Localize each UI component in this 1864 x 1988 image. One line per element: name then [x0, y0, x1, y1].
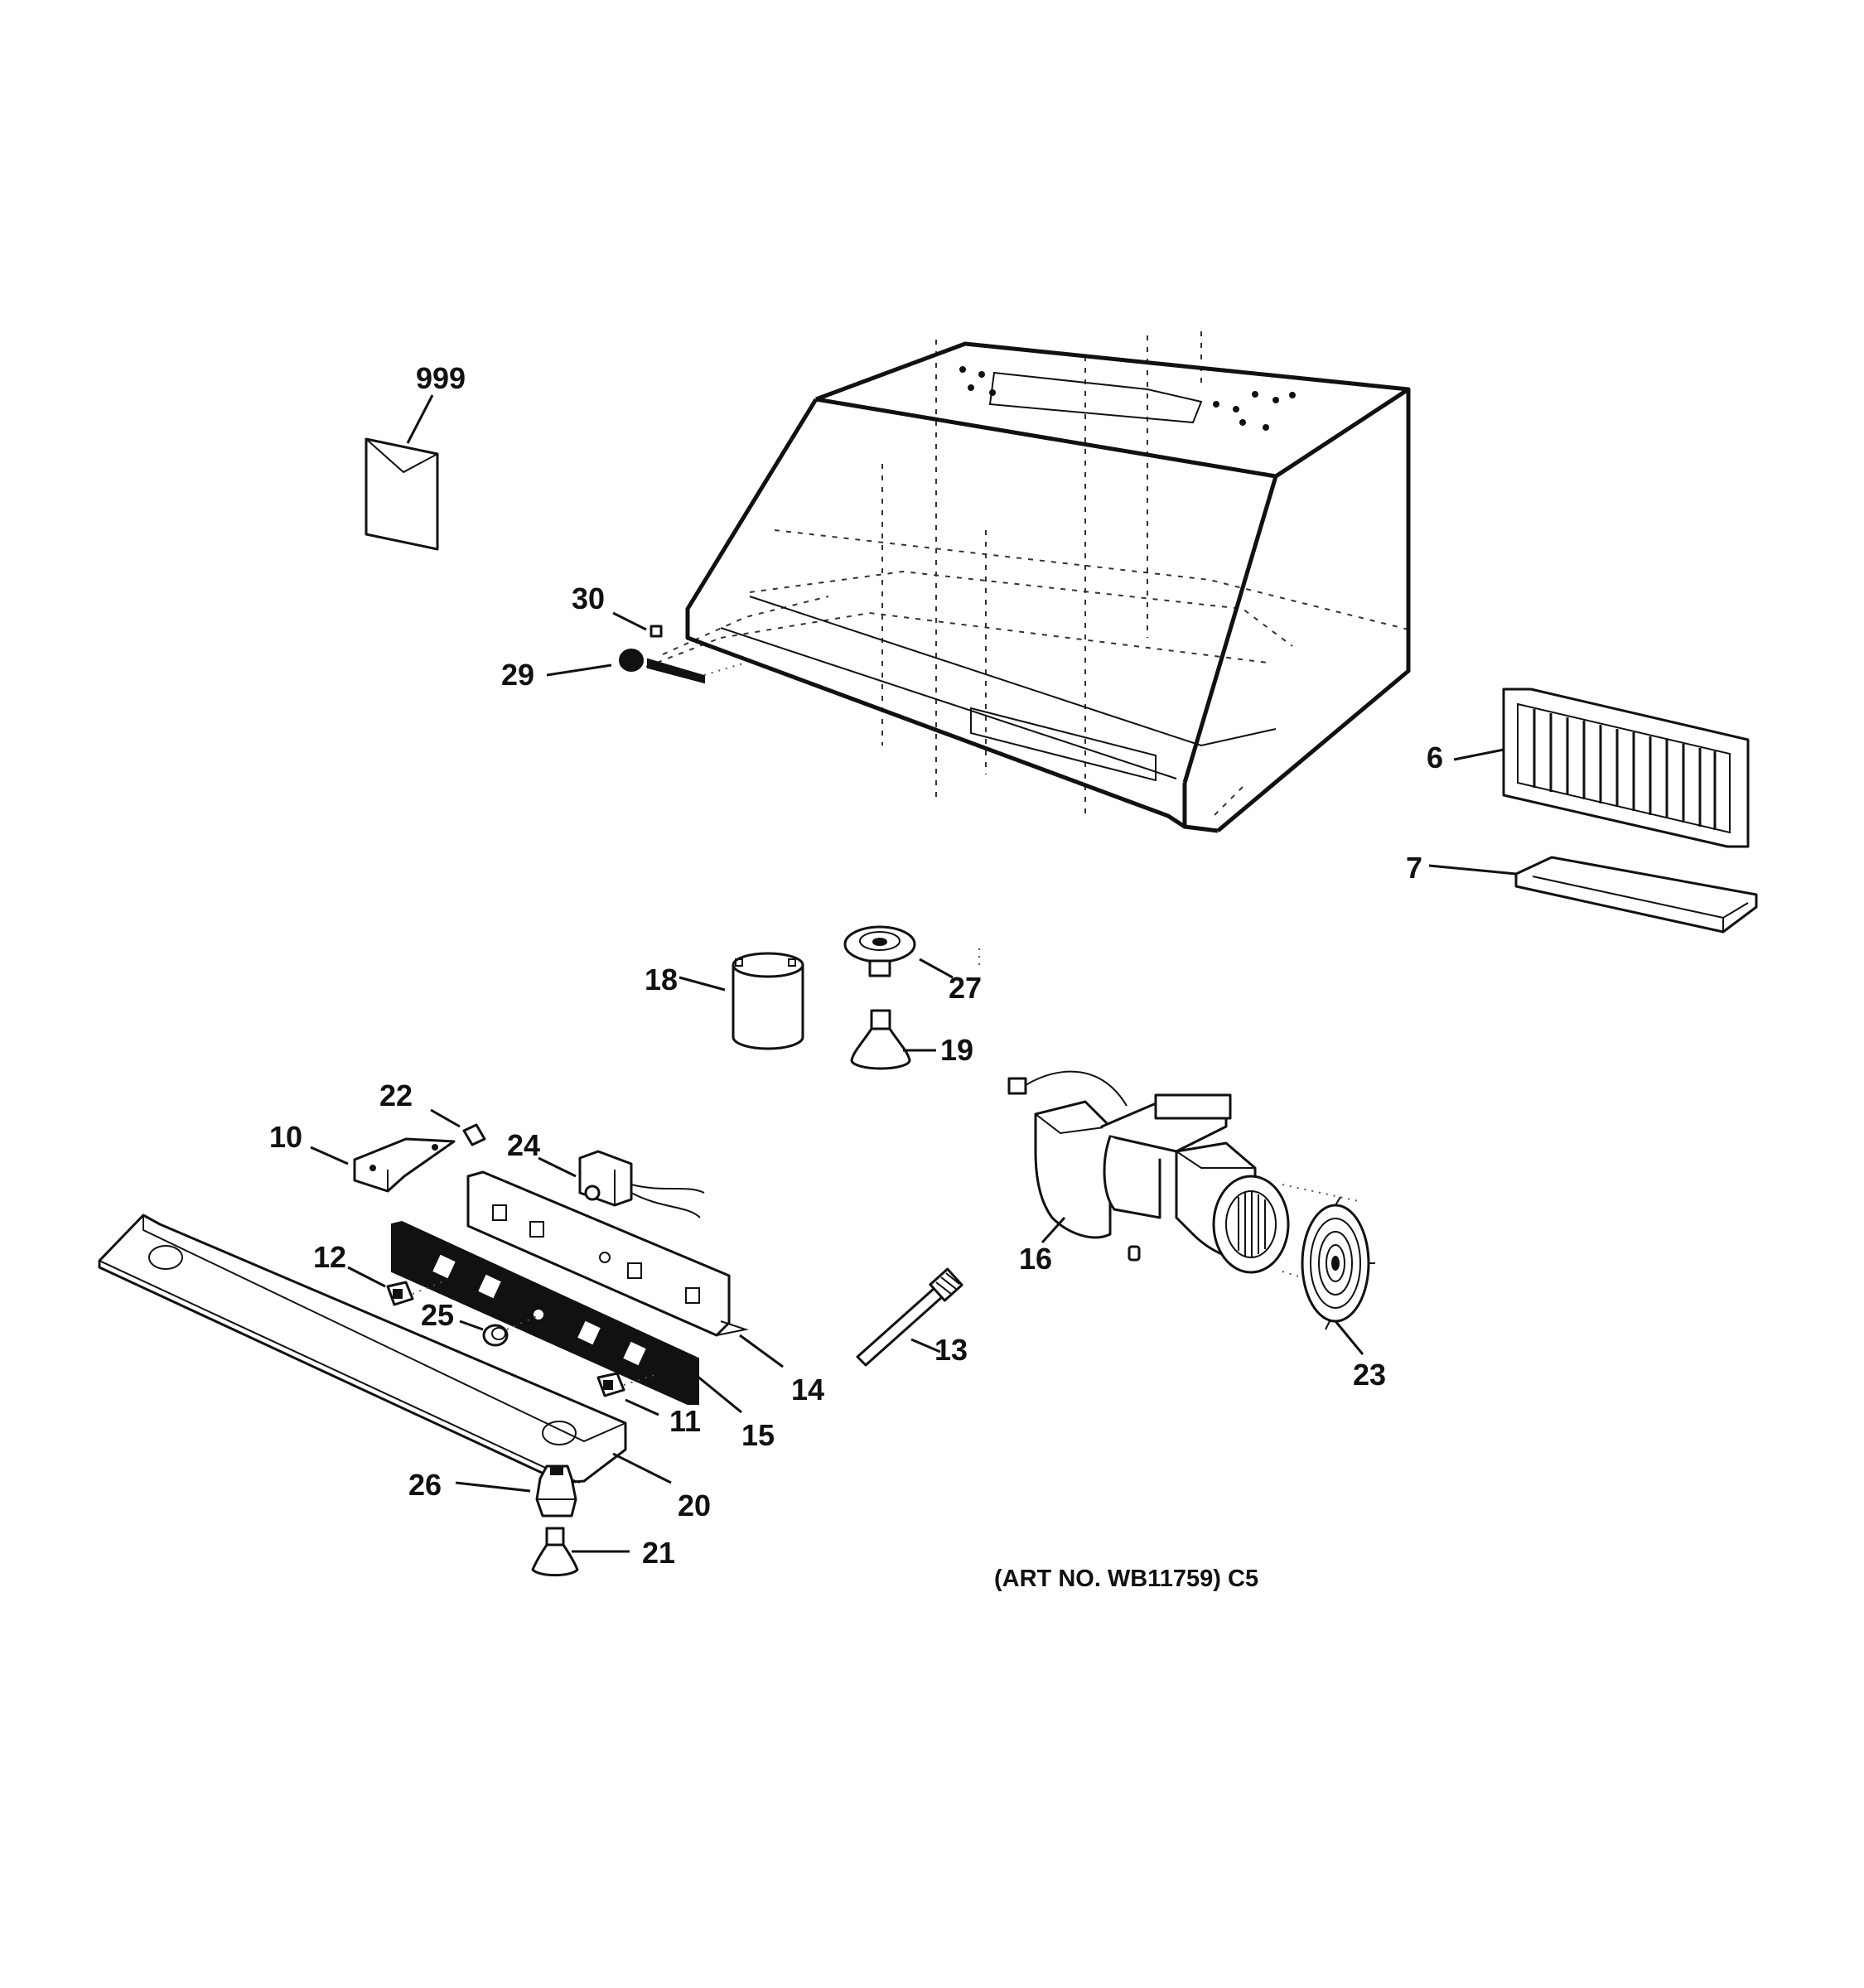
part-21-bulb: [531, 1527, 579, 1577]
part-26-socket: [535, 1464, 577, 1518]
leader-13: [910, 1338, 941, 1353]
part-13-rod: [856, 1267, 963, 1367]
callout-23: 23: [1353, 1358, 1386, 1392]
callout-30: 30: [572, 581, 605, 615]
leader-12: [347, 1266, 386, 1288]
callout-25: 25: [421, 1298, 454, 1332]
callout-24: 24: [507, 1128, 540, 1162]
part-19-bulb: [850, 1009, 911, 1070]
callout-15: 15: [741, 1418, 775, 1452]
part-27-lamp-socket: [843, 925, 916, 977]
callout-6: 6: [1427, 741, 1443, 774]
callout-18: 18: [645, 963, 678, 996]
leader-10: [310, 1146, 349, 1165]
leader-24: [538, 1156, 577, 1178]
leader-20: [612, 1452, 672, 1484]
leader-27: [919, 958, 954, 979]
part-7-channel: [1514, 856, 1758, 934]
leader-18: [678, 976, 726, 992]
callout-12: 12: [313, 1240, 346, 1274]
leader-25: [459, 1320, 484, 1331]
part-20-trim-bar: [98, 1214, 627, 1484]
range-hood-body: [645, 331, 1411, 833]
callout-10: 10: [269, 1120, 302, 1154]
part-11-switch: [596, 1372, 625, 1397]
leader-30: [612, 611, 647, 631]
callout-29: 29: [501, 658, 534, 692]
callout-16: 16: [1019, 1242, 1052, 1276]
part-23-fan-guard: [1301, 1196, 1375, 1330]
dotted-23-top: [1282, 1184, 1359, 1202]
callout-14: 14: [791, 1373, 824, 1407]
callout-7: 7: [1406, 851, 1422, 885]
top-vent-holes: [959, 366, 1296, 431]
leader-15: [695, 1373, 742, 1414]
callout-13: 13: [934, 1333, 968, 1367]
callout-20: 20: [678, 1489, 711, 1522]
leader-7: [1428, 864, 1517, 876]
callout-19: 19: [940, 1033, 973, 1067]
callout-26: 26: [408, 1468, 442, 1502]
leader-6: [1453, 748, 1504, 761]
dotted-11: [623, 1374, 655, 1386]
part-29-nameplate: [619, 649, 705, 684]
leader-999: [406, 394, 434, 444]
dotted-29: [703, 662, 746, 676]
leader-23: [1334, 1320, 1364, 1355]
part-22-switch: [462, 1123, 486, 1146]
part-999-envelope: [365, 437, 439, 551]
part-24-timer: [578, 1150, 705, 1218]
part-16-blower: [1007, 1070, 1290, 1274]
callout-27: 27: [949, 971, 982, 1005]
part-30-clip: [650, 625, 663, 638]
leader-14: [739, 1334, 784, 1368]
callout-22: 22: [379, 1078, 413, 1112]
leader-16: [1041, 1216, 1066, 1244]
part-18-capacitor: [732, 952, 804, 1050]
leader-26: [455, 1481, 531, 1493]
part-10-bracket: [353, 1137, 456, 1193]
art-number: (ART NO. WB11759) C5: [994, 1566, 1258, 1592]
leader-29: [546, 663, 612, 677]
leader-22: [430, 1108, 461, 1128]
part-12-switch: [386, 1281, 414, 1306]
dotted-12: [412, 1279, 448, 1295]
leader-11: [625, 1398, 659, 1416]
part-14-switch-bracket: [466, 1170, 749, 1337]
callout-999: 999: [416, 361, 466, 395]
callout-21: 21: [642, 1536, 675, 1570]
part-25-knob: [482, 1324, 509, 1347]
part-6-grease-filter: [1502, 688, 1750, 848]
callout-11: 11: [669, 1404, 701, 1438]
